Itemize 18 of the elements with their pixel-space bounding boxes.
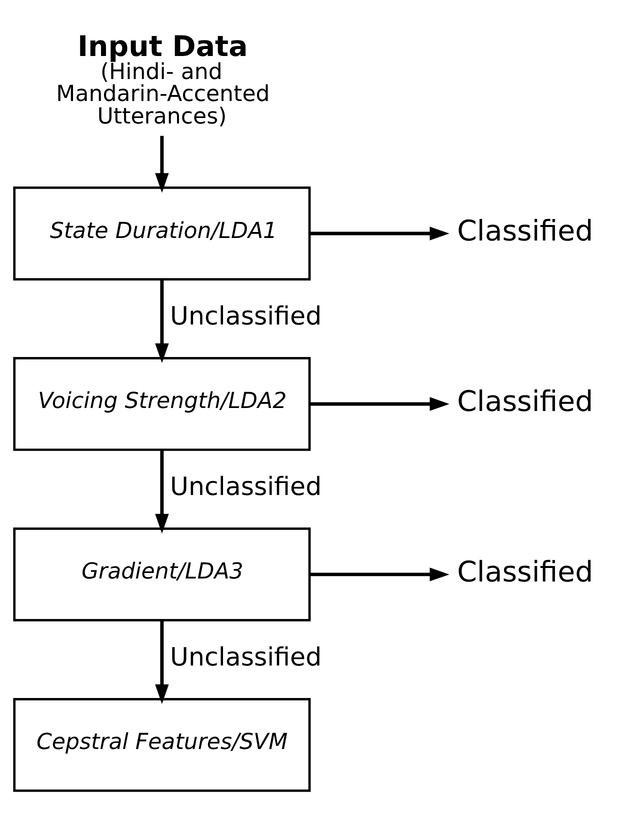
node-text: Classified	[457, 214, 594, 247]
arrow	[310, 567, 450, 581]
arrow	[310, 396, 450, 410]
node-text: Classified	[457, 384, 594, 418]
arrow	[155, 278, 169, 363]
edge-label: Unclassified	[170, 301, 322, 330]
node-box: State Duration/LDA1	[13, 186, 311, 280]
arrow	[155, 135, 169, 192]
arrow	[155, 620, 169, 704]
node-text: Input Data (Hindi- and Mandarin-Accented Utterances)	[56, 29, 270, 129]
arrow	[155, 449, 169, 534]
node-box: Cepstral Features/SVM	[13, 697, 311, 792]
node-box: Voicing Strength/LDA2	[13, 356, 311, 450]
arrow	[310, 226, 450, 240]
node-box: Gradient/LDA3	[13, 526, 311, 621]
edge-label: Unclassified	[170, 472, 322, 501]
node-text: Classified	[457, 554, 594, 588]
edge-label: Unclassified	[170, 642, 322, 672]
